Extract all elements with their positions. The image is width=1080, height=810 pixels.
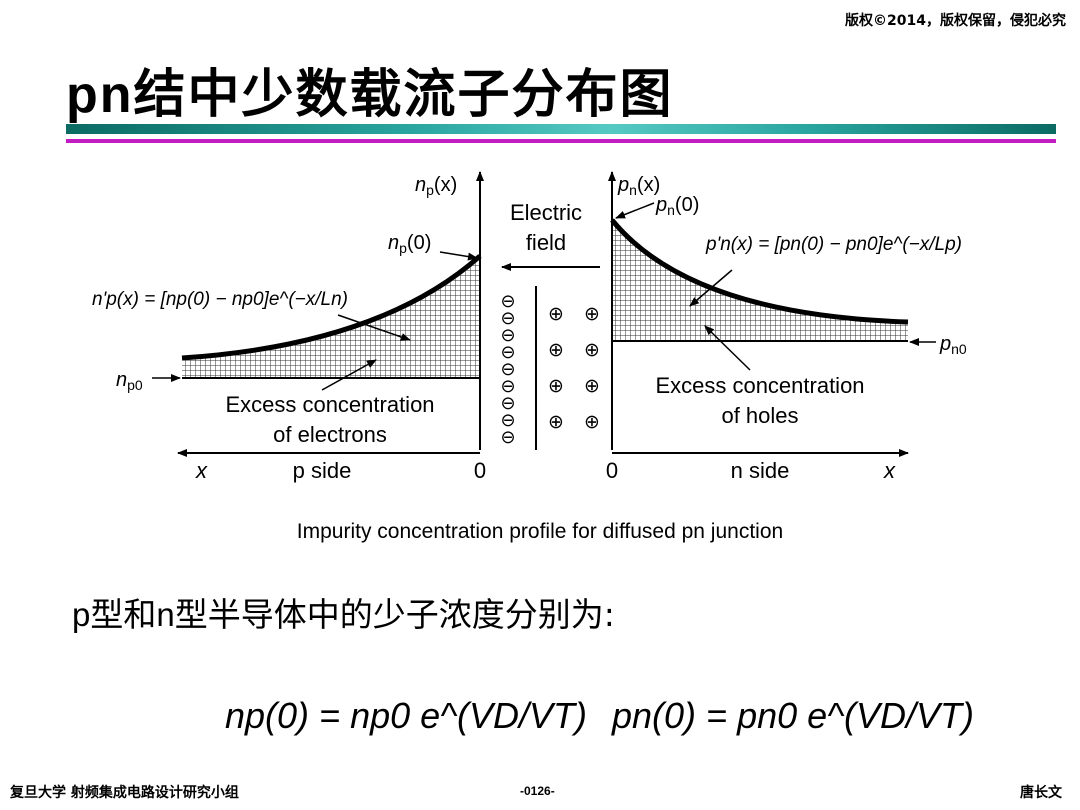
negative-charges: ⊖ ⊖ ⊖ ⊖ ⊖ ⊖ ⊖ ⊖ ⊖ [500,291,515,448]
hole-distribution-equation: p'n(x) = [pn(0) − pn0]e^(−x/Lp) [705,234,962,255]
footer-author: 唐长文 [1020,785,1062,801]
pn0-value-label: pn(0) [655,194,699,218]
zero-right-label: 0 [606,458,618,483]
positive-charge-icon: ⊕ [548,411,564,433]
page-number: -0126- [520,784,555,798]
excess-holes-label-line2: of holes [721,403,798,428]
title-underline-teal [66,124,1056,134]
n-side-label: n side [731,458,790,483]
np-eq-pointer [337,314,411,341]
title-cjk: 结中少数载流子分布图 [133,65,674,125]
negative-charge-icon: ⊖ [500,393,515,414]
excess-electrons-region [182,256,480,378]
positive-charge-icon: ⊕ [548,339,564,361]
x-left-label: x [195,458,208,483]
minority-carrier-heading: p型和n型半导体中的少子浓度分别为: [72,595,615,634]
x-right-label: x [883,458,896,483]
np0-pointer [439,251,478,261]
title-underline-magenta [66,139,1056,143]
positive-charge-icon: ⊕ [548,303,564,325]
negative-charge-icon: ⊖ [500,325,515,346]
np0-value-label: np(0) [388,232,431,256]
pn0-level-label: pn0 [939,333,967,357]
p-side-label: p side [293,458,352,483]
electron-distribution-equation: n'p(x) = [np(0) − np0]e^(−x/Ln) [92,289,348,310]
pn0-equation: pn(0) = pn0 e^(VD/VT) [611,695,974,736]
excess-holes-region [612,220,908,341]
hole-curve [610,218,909,325]
negative-charge-icon: ⊖ [500,291,515,312]
pn-eq-pointer [689,269,733,307]
slide-title: pn结中少数载流子分布图 [66,52,674,127]
electric-field-label-line2: field [526,230,566,255]
zero-left-label: 0 [474,458,486,483]
np0-equation: np(0) = np0 e^(VD/VT) [225,695,587,736]
negative-charge-icon: ⊖ [500,410,515,431]
excess-e-pointer [321,359,377,391]
np0-level-label: np0 [116,369,143,393]
positive-charge-icon: ⊕ [584,411,600,433]
negative-charge-icon: ⊖ [500,342,515,363]
footer-affiliation: 复旦大学 射频集成电路设计研究小组 [10,785,239,801]
negative-charge-icon: ⊖ [500,308,515,329]
electron-curve [181,254,482,361]
copyright-notice: 版权©2014，版权保留，侵犯必究 [845,13,1066,29]
title-latin: pn [66,66,134,124]
excess-holes-label-line1: Excess concentration [655,373,864,398]
pn-axis-label: pn(x) [617,174,660,198]
electric-field-label-line1: Electric [510,200,582,225]
pn0-pointer [615,202,655,219]
negative-charge-icon: ⊖ [500,376,515,397]
positive-charge-icon: ⊕ [584,375,600,397]
positive-charges: ⊕ ⊕ ⊕ ⊕ ⊕ ⊕ ⊕ ⊕ [548,303,600,433]
diagram-caption: Impurity concentration profile for diffu… [296,520,784,543]
positive-charge-icon: ⊕ [548,375,564,397]
positive-charge-icon: ⊕ [584,303,600,325]
excess-electrons-label-line1: Excess concentration [225,392,434,417]
negative-charge-icon: ⊖ [500,359,515,380]
positive-charge-icon: ⊕ [584,339,600,361]
excess-electrons-label-line2: of electrons [273,422,387,447]
np-axis-label: np(x) [415,174,457,198]
negative-charge-icon: ⊖ [500,427,515,448]
excess-h-pointer [704,325,751,371]
